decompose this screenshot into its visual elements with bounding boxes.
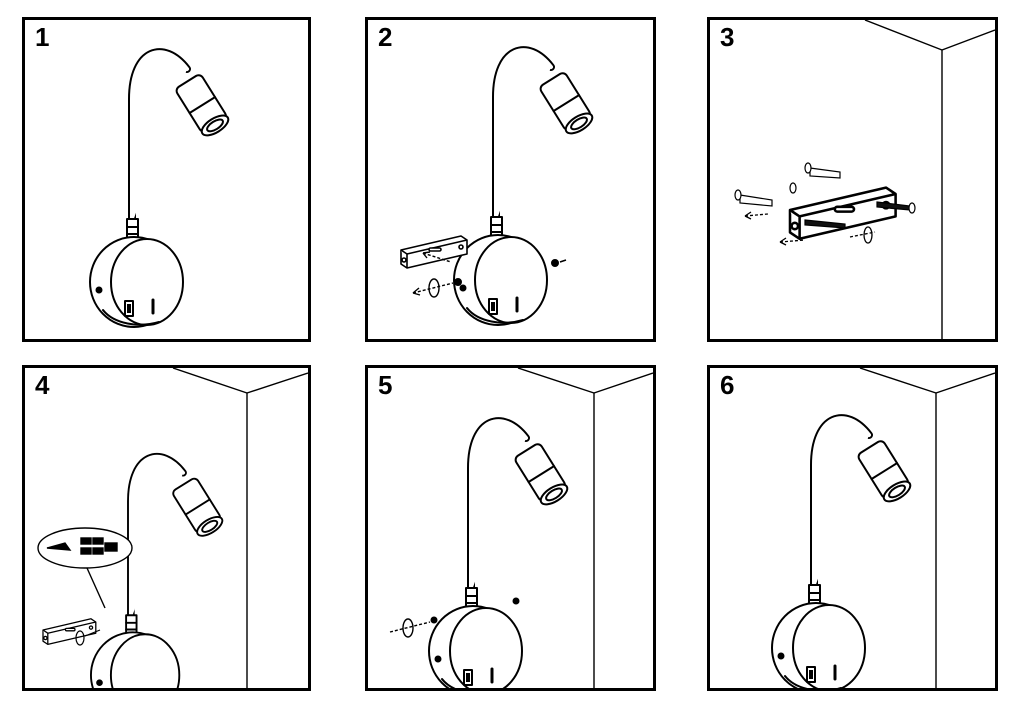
step-number: 5	[378, 370, 393, 400]
step-panel-6: 6	[707, 365, 998, 691]
screw-icon	[430, 597, 520, 624]
step-panel-3: 3	[707, 17, 998, 342]
screw-icon	[804, 201, 916, 229]
wall-lamp-icon	[772, 418, 913, 688]
step-panel-2: 2	[365, 17, 656, 342]
step-number: 1	[35, 22, 50, 52]
rotate-arrow-icon	[412, 251, 454, 298]
rotate-arrow-icon	[744, 211, 876, 246]
wall-corner-icon	[517, 368, 653, 688]
step-number: 6	[720, 370, 735, 400]
wall-lamp-icon	[429, 421, 570, 688]
step-panel-5: 5	[365, 365, 656, 691]
wall-anchor-icon	[734, 162, 841, 207]
wall-lamp-icon	[91, 457, 225, 688]
wiring-diagram-icon	[37, 527, 133, 609]
wall-lamp-icon	[454, 50, 595, 325]
mounting-bracket-icon	[788, 186, 897, 241]
step-panel-1: 1	[22, 17, 311, 342]
wall-corner-icon	[864, 20, 995, 339]
wall-corner-icon	[859, 368, 995, 688]
step-number: 4	[35, 370, 50, 400]
rotate-arrow-icon	[389, 618, 431, 638]
rotate-arrow-icon	[75, 629, 101, 646]
wall-lamp-icon	[25, 20, 308, 339]
wall-corner-icon	[172, 368, 308, 688]
mounting-bracket-icon	[42, 618, 97, 646]
screw-icon	[454, 259, 567, 286]
step-number: 3	[720, 22, 735, 52]
step-panel-4: 4	[22, 365, 311, 691]
step-number: 2	[378, 22, 393, 52]
